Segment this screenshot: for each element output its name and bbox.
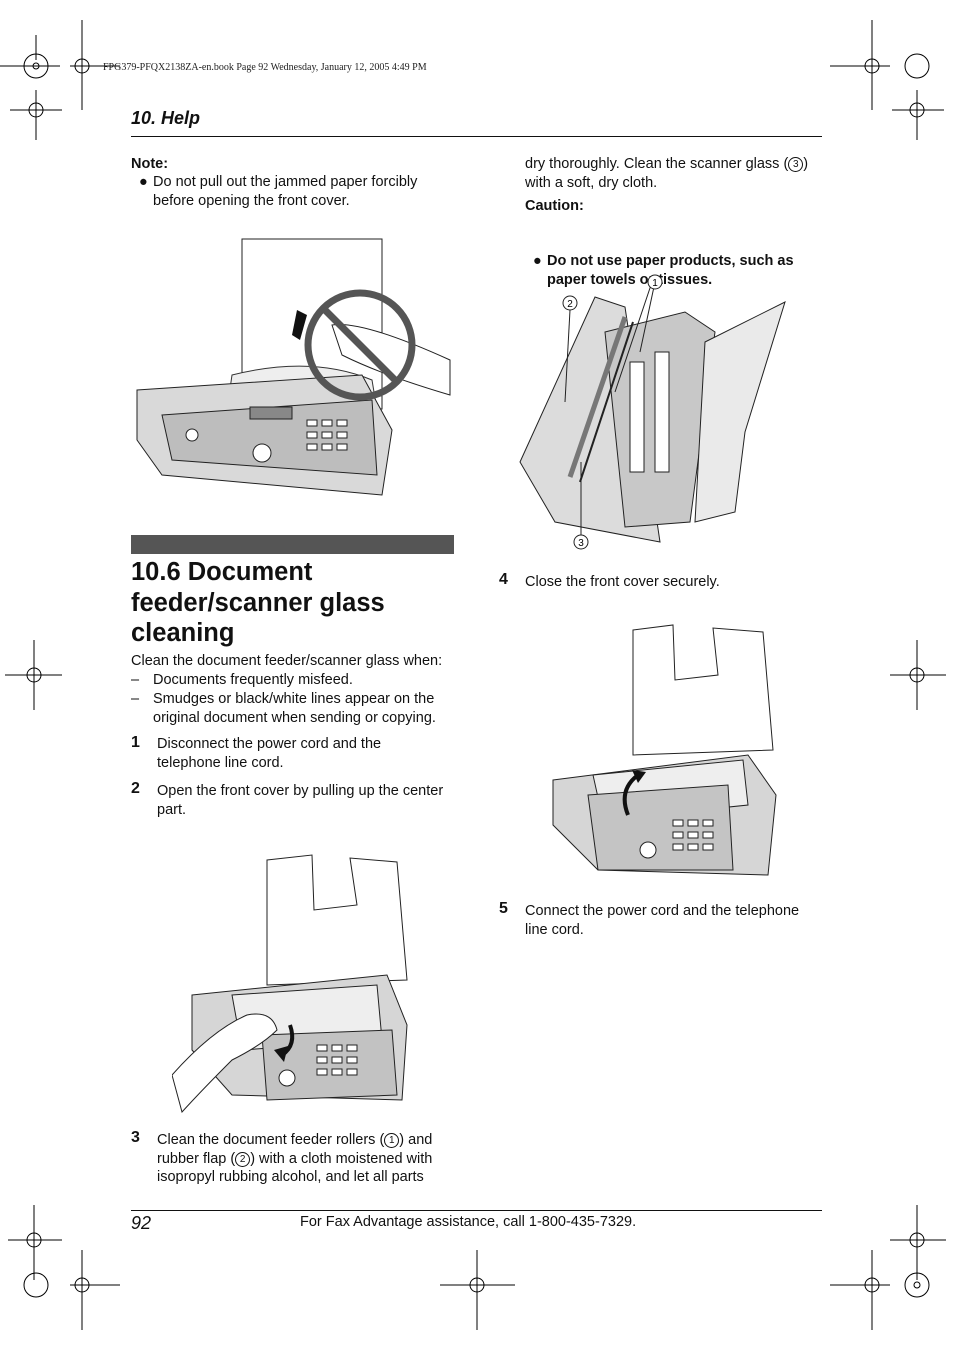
- step-4-text: Close the front cover securely.: [525, 574, 720, 590]
- footer-assistance-text: For Fax Advantage assistance, call 1-800…: [300, 1214, 637, 1230]
- note-label: Note:: [131, 156, 169, 172]
- section-header: 10. Help: [131, 108, 201, 128]
- section-bar: [131, 535, 454, 554]
- intro-block: Clean the document feeder/scanner glass …: [131, 652, 461, 727]
- step-number: 2: [131, 780, 140, 797]
- callout-1-label: 1: [652, 278, 658, 289]
- scanner-parts-illustration: 1 2 3: [519, 274, 786, 550]
- step-3-continued: dry thoroughly. Clean the scanner glass …: [525, 156, 809, 191]
- step-number: 3: [131, 1129, 140, 1146]
- page-number: 92: [131, 1213, 152, 1233]
- page-title: 10.6 Document feeder/scanner glass clean…: [131, 558, 385, 647]
- jammed-paper-illustration: [136, 238, 451, 496]
- callout-3-label: 3: [578, 538, 584, 549]
- printer-slug-line: FPG379-PFQX2138ZA-en.book Page 92 Wednes…: [103, 62, 427, 73]
- callout-1-icon: 1: [384, 1133, 400, 1148]
- caution-label: Caution:: [525, 198, 584, 214]
- callout-3-icon: 3: [788, 157, 804, 172]
- open-cover-illustration: [172, 854, 408, 1114]
- list-item: – Documents frequently misfeed.: [131, 671, 353, 688]
- bullet-icon: ●: [139, 174, 148, 190]
- step-3-text: Clean the document feeder rollers (1) an…: [157, 1132, 433, 1185]
- step-number: 5: [499, 900, 508, 917]
- step-2-text: Open the front cover by pulling up the c…: [157, 783, 444, 818]
- list-item: – Smudges or black/white lines appear on…: [131, 691, 436, 726]
- close-cover-illustration: [552, 624, 777, 876]
- bullet-icon: ●: [533, 253, 542, 269]
- callout-2-label: 2: [567, 299, 573, 310]
- step-1-text: Disconnect the power cord and the teleph…: [157, 736, 382, 771]
- header-rule: [131, 136, 822, 137]
- step-number: 1: [131, 734, 140, 751]
- callout-2-icon: 2: [235, 1151, 251, 1167]
- caution-bullet: ● Do not use paper products, such as pap…: [533, 253, 794, 288]
- footer-rule: [131, 1210, 822, 1211]
- step-5-text: Connect the power cord and the telephone…: [525, 903, 800, 938]
- note-bullet: ● Do not pull out the jammed paper forci…: [139, 174, 418, 209]
- step-number: 4: [499, 571, 508, 588]
